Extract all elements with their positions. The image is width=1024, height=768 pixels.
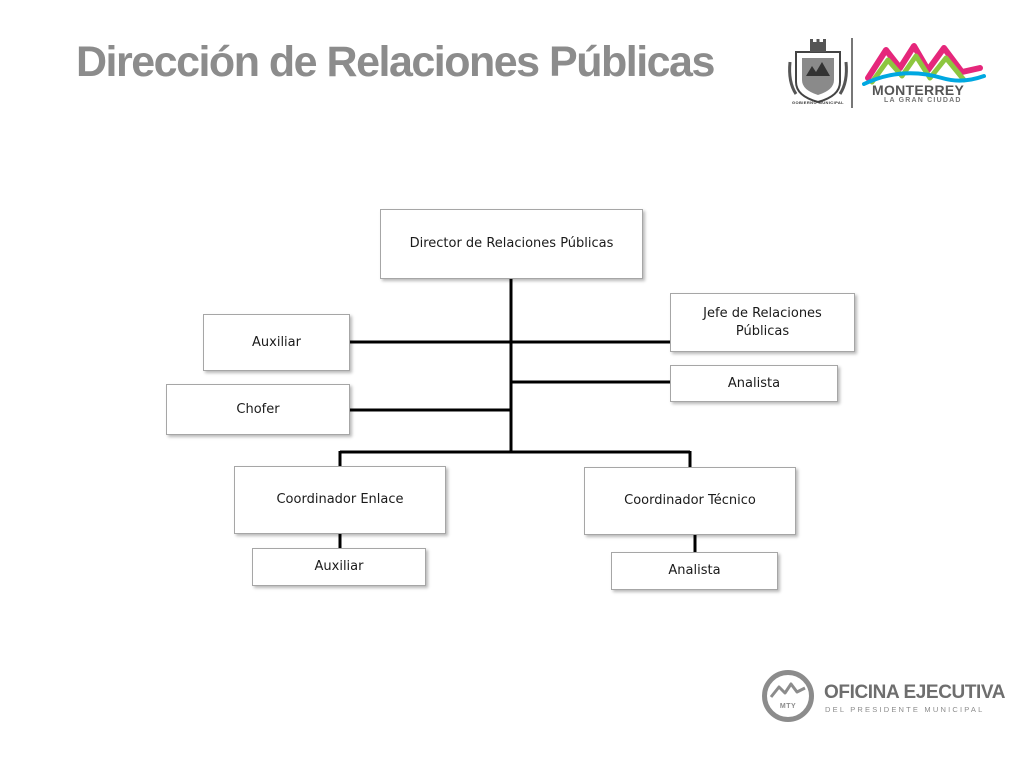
footer-logo: MTY OFICINA EJECUTIVA DEL PRESIDENTE MUN… <box>760 664 1010 732</box>
auxiliar-enlace-box: Auxiliar <box>252 548 426 586</box>
chofer-box: Chofer <box>166 384 350 435</box>
jefe-relaciones-publicas-box: Jefe de Relaciones Públicas <box>670 293 855 352</box>
footer-mountains-icon <box>769 682 806 698</box>
analista-staff-box: Analista <box>670 365 838 402</box>
municipal-crest-icon <box>788 39 848 104</box>
auxiliar-staff-label: Auxiliar <box>252 334 301 350</box>
coordinador-tecnico-box: Coordinador Técnico <box>584 467 796 535</box>
analista-tecnico-box: Analista <box>611 552 778 590</box>
analista-tecnico-label: Analista <box>668 563 721 579</box>
footer-subtitle: DEL PRESIDENTE MUNICIPAL <box>825 705 985 714</box>
logo-divider <box>851 38 853 108</box>
director-box: Director de Relaciones Públicas <box>380 209 643 279</box>
coordinador-enlace-label: Coordinador Enlace <box>276 492 404 508</box>
coordinador-tecnico-label: Coordinador Técnico <box>624 493 756 509</box>
analista-staff-label: Analista <box>727 375 781 391</box>
coordinador-enlace-box: Coordinador Enlace <box>234 466 446 534</box>
chofer-label: Chofer <box>236 401 280 417</box>
monterrey-wordmark: MONTERREY <box>872 82 965 98</box>
monterrey-tagline: LA GRAN CIUDAD <box>884 97 962 104</box>
footer-title: OFICINA EJECUTIVA <box>824 682 1006 703</box>
footer-monogram: MTY <box>779 703 797 710</box>
page-title: Dirección de Relaciones Públicas <box>76 38 715 86</box>
monterrey-mountains-icon <box>862 43 986 86</box>
crest-label: GOBIERNO MUNICIPAL <box>791 100 844 105</box>
auxiliar-enlace-label: Auxiliar <box>314 559 364 575</box>
footer-emblem-icon: MTY <box>762 670 814 722</box>
header-logos: GOBIERNO MUNICIPAL MONTERREY LA GRAN CIU… <box>786 36 986 116</box>
director-label: Director de Relaciones Públicas <box>409 236 614 252</box>
jefe-relaciones-publicas-label: Jefe de Relaciones Públicas <box>703 305 822 339</box>
auxiliar-staff-box: Auxiliar <box>203 314 350 371</box>
